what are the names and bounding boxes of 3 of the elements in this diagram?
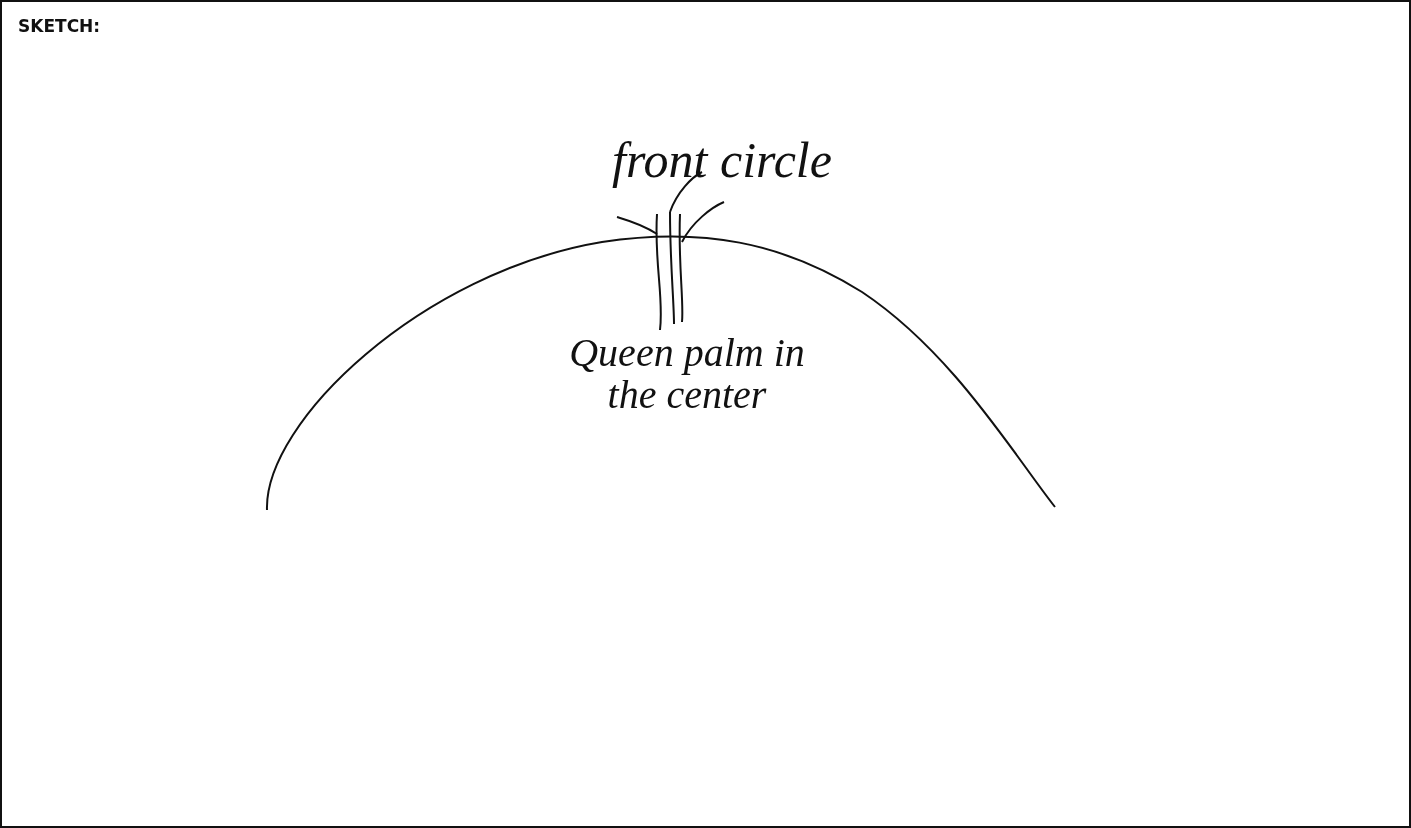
handwritten-note: front circle — [611, 134, 833, 187]
handwritten-note: Queen palm in the center — [568, 332, 806, 416]
sketch-title: SKETCH: — [18, 16, 101, 36]
